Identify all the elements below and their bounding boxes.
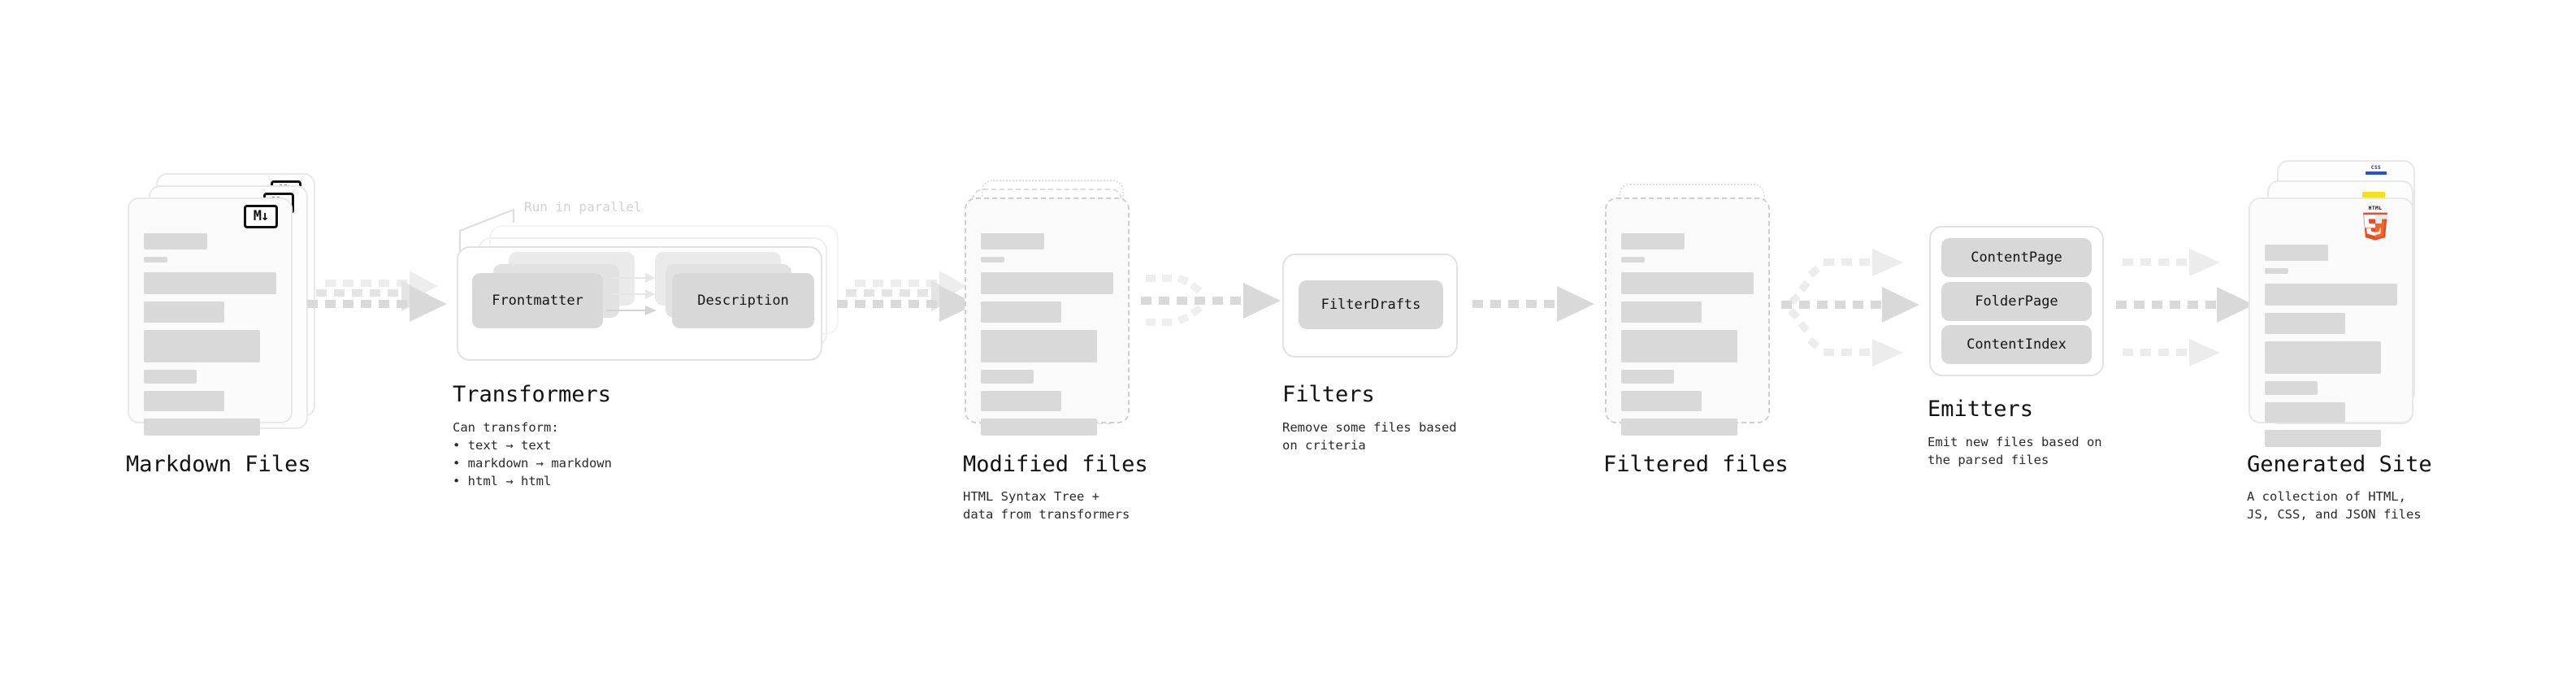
emitter-chip-label: ContentIndex: [1967, 336, 2066, 353]
emitter-chip-contentindex[interactable]: ContentIndex: [1941, 325, 2092, 364]
emitter-chip-label: FolderPage: [1975, 293, 2058, 310]
stage-subtitle-emitters: Emit new files based on the parsed files: [1928, 435, 2102, 467]
transformer-chip-label: Frontmatter: [492, 293, 583, 309]
skeleton-bar: [1621, 391, 1702, 411]
markdown-icon-label: M: [253, 208, 262, 224]
filter-chip-label: FilterDrafts: [1321, 297, 1421, 313]
skeleton-bar: [1621, 370, 1675, 384]
transformer-chip-description[interactable]: Description: [672, 273, 814, 328]
stage-subtitle-generated-site: A collection of HTML, JS, CSS, and JSON …: [2247, 489, 2422, 522]
run-in-parallel-bracket: [458, 208, 515, 258]
svg-text:HTML: HTML: [2369, 206, 2383, 211]
stage-title-generated-site: Generated Site: [2247, 452, 2432, 477]
markdown-card-front: [128, 197, 293, 436]
skeleton-bar: [981, 419, 1098, 436]
site-card-front: [2249, 197, 2413, 447]
skeleton-bar: [144, 272, 276, 294]
stage-subtitle-transformers: Can transform: • text → text • markdown …: [453, 420, 612, 488]
skeleton-bar: [2265, 341, 2382, 374]
transformer-chip-frontmatter[interactable]: Frontmatter: [472, 273, 603, 328]
skeleton-bars: [2265, 245, 2397, 454]
skeleton-bar: [1621, 419, 1738, 436]
html5-icon: HTML: [2363, 206, 2387, 241]
skeleton-bars: [981, 233, 1113, 443]
skeleton-bar: [2265, 313, 2346, 334]
arrow-transformers-to-modified: [837, 271, 977, 322]
skeleton-bar: [981, 370, 1034, 384]
skeleton-bar: [981, 330, 1098, 362]
transformer-inner-arrows: [606, 273, 657, 315]
skeleton-bar: [144, 391, 225, 411]
arrow-filters-to-filtered: [1472, 286, 1594, 322]
stage-title-emitters: Emitters: [1928, 397, 2034, 422]
arrow-modified-to-filters: [1141, 275, 1281, 326]
skeleton-bar: [1621, 257, 1646, 262]
skeleton-bar: [981, 301, 1062, 323]
skeleton-bar: [1621, 330, 1738, 362]
filtered-card-front: [1605, 197, 1770, 436]
skeleton-bar: [1621, 272, 1754, 294]
skeleton-bar: [1621, 233, 1685, 249]
stage-title-filtered-files: Filtered files: [1603, 452, 1789, 477]
run-in-parallel-label: Run in parallel: [524, 199, 642, 215]
arrow-filtered-to-emitters: [1781, 249, 1919, 367]
skeleton-bar: [1621, 301, 1702, 323]
skeleton-bar: [981, 391, 1062, 411]
stage-subtitle-modified-files: HTML Syntax Tree + data from transformer…: [963, 489, 1130, 522]
skeleton-bar: [144, 419, 261, 436]
skeleton-bar: [2265, 402, 2346, 423]
css-icon: CSS: [2366, 165, 2387, 175]
skeleton-bar: [2265, 268, 2289, 274]
arrow-markdown-to-transformers: [307, 271, 447, 322]
skeleton-bar: [144, 370, 197, 384]
skeleton-bars: [1621, 233, 1754, 443]
markdown-icon: M↓: [244, 205, 278, 228]
skeleton-bar: [2265, 245, 2329, 261]
skeleton-bar: [981, 257, 1005, 262]
emitter-chip-folderpage[interactable]: FolderPage: [1941, 282, 2092, 321]
skeleton-bar: [2265, 430, 2382, 447]
skeleton-bar: [144, 257, 168, 262]
skeleton-bars: [144, 233, 276, 443]
skeleton-bar: [2265, 284, 2397, 306]
stage-subtitle-filters: Remove some files based on criteria: [1282, 420, 1457, 453]
skeleton-bar: [981, 272, 1113, 294]
stage-title-transformers: Transformers: [453, 382, 612, 407]
skeleton-bar: [144, 301, 225, 323]
css-icon-label: CSS: [2370, 165, 2382, 171]
modified-card-front: [965, 197, 1130, 436]
arrow-emitters-to-site: [2116, 249, 2254, 367]
stage-title-modified-files: Modified files: [963, 452, 1148, 477]
skeleton-bar: [2265, 381, 2318, 395]
emitter-chip-label: ContentPage: [1971, 249, 2062, 266]
skeleton-bar: [144, 233, 208, 249]
filter-chip-filterdrafts[interactable]: FilterDrafts: [1299, 280, 1443, 329]
transformer-chip-label: Description: [697, 293, 789, 309]
skeleton-bar: [144, 330, 261, 362]
skeleton-bar: [981, 233, 1045, 249]
stage-title-filters: Filters: [1282, 382, 1375, 407]
emitter-chip-contentpage[interactable]: ContentPage: [1941, 238, 2092, 277]
stage-title-markdown-files: Markdown Files: [126, 452, 311, 477]
